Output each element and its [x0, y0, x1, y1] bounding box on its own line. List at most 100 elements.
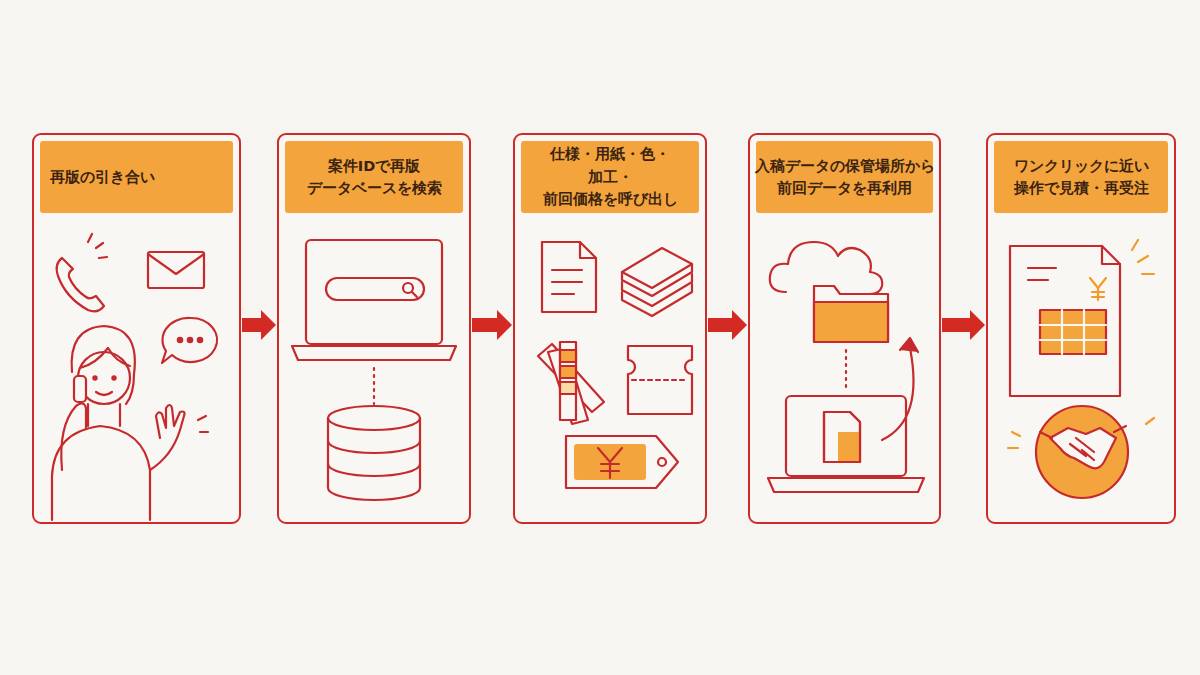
speech-bubble-icon [162, 318, 217, 363]
price-tag-icon [598, 448, 622, 478]
folder-icon [814, 286, 888, 342]
paper-stack-icon [622, 284, 692, 316]
arrow-head [497, 310, 512, 340]
search-bar-icon [412, 292, 417, 297]
search-bar-icon [403, 283, 413, 293]
laptop-icon [292, 240, 456, 360]
woman-figure [198, 416, 208, 432]
document-icon [580, 242, 596, 258]
ticket-icon [628, 346, 692, 414]
paper-stack-icon [622, 248, 692, 316]
search-bar-icon [326, 278, 424, 300]
flow-arrow [708, 310, 747, 340]
ticket-icon [632, 379, 688, 381]
envelope-icon [148, 252, 204, 288]
document-icon [552, 270, 582, 294]
color-swatch-icon [560, 382, 576, 394]
woman-figure [80, 348, 130, 368]
woman-figure [78, 352, 130, 404]
speech-bubble-icon [162, 318, 217, 363]
reuse-arrow [882, 348, 914, 440]
phone-icon [88, 234, 107, 258]
handshake-icon [1050, 428, 1116, 468]
color-swatch-icon [560, 350, 576, 362]
folder-icon [814, 286, 888, 342]
woman-figure [52, 326, 208, 520]
file-icon [824, 412, 860, 462]
arrow-shaft [242, 318, 262, 332]
handshake-icon [1008, 418, 1154, 448]
process-panel: 入稿データの保管場所から 前回データを再利用 [748, 133, 941, 524]
cloud-icon [770, 242, 882, 294]
speech-bubble-icon [178, 338, 182, 342]
arrow-shaft [942, 318, 971, 332]
woman-figure [150, 405, 185, 470]
step-heading: 案件IDで再版 データベースを検索 [285, 141, 463, 213]
woman-figure [88, 404, 120, 426]
step-heading: 再版の引き合い [40, 141, 233, 213]
laptop-icon [306, 240, 442, 344]
arrow-shaft [708, 318, 733, 332]
quote-document-icon [1010, 246, 1120, 396]
file-icon [824, 412, 860, 462]
quote-document-icon [1132, 240, 1154, 274]
paper-stack-icon [622, 274, 692, 306]
woman-figure [93, 376, 96, 379]
laptop-icon [768, 396, 924, 492]
price-tag-icon [658, 458, 666, 466]
paper-stack-icon [622, 248, 692, 288]
database-icon [328, 441, 420, 476]
quote-document-icon [1090, 278, 1106, 300]
speech-bubble-icon [198, 338, 202, 342]
arrow-head [732, 310, 747, 340]
woman-figure [112, 376, 115, 379]
woman-figure [72, 326, 135, 404]
handshake-icon [1036, 406, 1128, 498]
search-bar-icon [326, 278, 424, 300]
dotted-link [373, 368, 375, 404]
quote-document-icon [1102, 246, 1120, 264]
color-swatch-icon [548, 348, 588, 424]
flow-arrow [472, 310, 512, 340]
price-tag-icon [566, 436, 678, 488]
phone-icon [57, 234, 107, 311]
process-panel: 再版の引き合い [32, 133, 241, 524]
woman-figure [52, 426, 150, 520]
color-swatch-icon [560, 342, 576, 420]
woman-figure [96, 392, 112, 395]
envelope-icon [148, 254, 204, 274]
database-icon [328, 406, 420, 430]
envelope-icon [148, 252, 204, 288]
handshake-icon [1070, 438, 1094, 460]
price-tag-icon [574, 444, 646, 480]
reuse-arrow [900, 338, 918, 352]
process-panel: 案件IDで再版 データベースを検索 [277, 133, 471, 524]
phone-icon [57, 258, 104, 311]
process-panel: 仕様・用紙・色・加工・ 前回価格を呼び出し [513, 133, 707, 524]
step-heading: 仕様・用紙・色・加工・ 前回価格を呼び出し [521, 141, 699, 213]
color-swatch-icon [538, 344, 604, 412]
file-icon [838, 432, 860, 462]
file-icon [824, 412, 860, 462]
folder-icon [814, 302, 888, 342]
speech-bubble-icon [188, 338, 192, 342]
arrow-head [970, 310, 985, 340]
color-swatch-icon [538, 342, 604, 424]
cloud-icon [770, 242, 882, 294]
database-icon [328, 418, 420, 500]
arrow-shaft [472, 318, 498, 332]
reuse-arrow [882, 338, 918, 440]
laptop-icon [786, 396, 906, 476]
handshake-icon [1008, 406, 1154, 498]
flow-arrow [242, 310, 276, 340]
quote-document-icon [1040, 310, 1106, 354]
quote-document-icon [1028, 268, 1056, 280]
step-heading: ワンクリックに近い 操作で見積・再受注 [994, 141, 1168, 213]
price-tag-icon [566, 436, 678, 488]
process-panel: ワンクリックに近い 操作で見積・再受注 [986, 133, 1176, 524]
quote-document-icon [1040, 310, 1106, 354]
step-heading: 入稿データの保管場所から 前回データを再利用 [756, 141, 933, 213]
dotted-link [845, 350, 847, 390]
color-swatch-icon [560, 366, 576, 378]
